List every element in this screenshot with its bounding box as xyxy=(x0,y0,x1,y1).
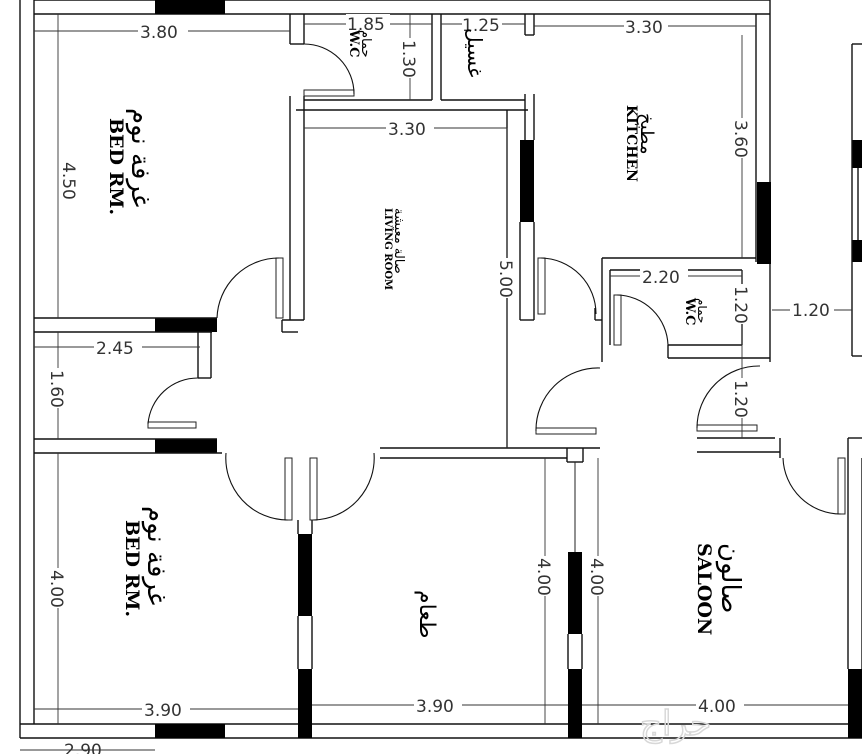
door-store xyxy=(147,377,199,429)
dim-bed2-height: 4.00 xyxy=(46,570,66,608)
door-corridor xyxy=(535,367,601,435)
dim-store-height: 1.60 xyxy=(46,370,66,408)
doors xyxy=(147,43,846,521)
room-saloon-ar: صالون xyxy=(715,543,745,613)
door-saloon-right xyxy=(782,457,846,515)
room-kitchen-ar: مطبخ xyxy=(636,113,657,154)
dim-corridor-height: 1.20 xyxy=(730,380,750,418)
room-bed2-en: BED RM. xyxy=(121,520,143,617)
door-dining xyxy=(309,452,375,521)
room-bed2-ar: غرفة نوم xyxy=(141,506,171,605)
room-bed1-en: BED RM. xyxy=(105,118,127,215)
room-wc2: W.C حمام xyxy=(682,297,709,325)
dim-bed1-width: 3.80 xyxy=(140,23,178,43)
dim-wc1-width: 1.85 xyxy=(347,15,385,35)
dim-store-width: 2.45 xyxy=(96,339,134,359)
room-saloon-en: SALOON xyxy=(693,543,715,635)
room-kitchen: KITCHEN مطبخ xyxy=(623,105,657,182)
dim-kitchen-width: 3.30 xyxy=(625,18,663,38)
door-bed2 xyxy=(225,452,293,521)
room-dining-ar: طعام xyxy=(414,590,439,638)
dim-bed1-height: 4.50 xyxy=(58,162,78,200)
dim-dining-height: 4.00 xyxy=(533,558,553,596)
room-bed2: BED RM. غرفة نوم xyxy=(121,506,171,617)
room-dining: طعام xyxy=(414,590,439,638)
room-living-en: LIVING ROOM xyxy=(382,208,393,290)
room-bed1: BED RM. غرفة نوم xyxy=(105,108,155,215)
room-laundry-ar: غسيل xyxy=(463,28,487,77)
room-wc1-en: W.C xyxy=(346,29,361,57)
dim-wc2-width: 2.20 xyxy=(642,268,680,288)
room-kitchen-en: KITCHEN xyxy=(623,105,639,182)
dim-laundry-width: 1.25 xyxy=(462,16,500,36)
room-wc1-ar: حمام xyxy=(358,30,373,58)
dimension-labels: 3.80 1.85 1.25 3.30 3.30 2.20 1.20 2.45 … xyxy=(46,14,834,754)
room-wc2-en: W.C xyxy=(682,297,697,325)
interior-walls xyxy=(34,14,862,669)
door-kitchen xyxy=(537,257,597,315)
room-saloon: SALOON صالون xyxy=(693,543,745,635)
door-saloon xyxy=(696,365,761,432)
dim-kitchen-height: 3.60 xyxy=(730,120,750,158)
dim-side-gap: 1.20 xyxy=(792,301,830,321)
dim-saloon-width: 4.00 xyxy=(698,697,736,717)
dim-dining-width: 3.90 xyxy=(416,697,454,717)
room-living: LIVING ROOM صالة معيشة xyxy=(382,208,406,290)
dim-living-height: 5.00 xyxy=(495,260,515,298)
room-bed1-ar: غرفة نوم xyxy=(125,108,155,207)
dim-living-width: 3.30 xyxy=(388,120,426,140)
room-wc2-ar: حمام xyxy=(695,298,709,323)
door-bed1 xyxy=(216,257,284,319)
room-labels: BED RM. غرفة نوم W.C حمام غسيل KITCHEN م… xyxy=(105,28,745,638)
windows xyxy=(155,0,862,738)
door-wc2 xyxy=(613,294,669,346)
dim-saloon-height: 4.00 xyxy=(586,558,606,596)
room-wc1: W.C حمام xyxy=(346,29,373,58)
dim-bed2-width: 3.90 xyxy=(144,701,182,721)
door-wc1 xyxy=(303,43,355,97)
room-living-ar: صالة معيشة xyxy=(391,208,406,274)
dim-bottom-partial: 2.90 xyxy=(64,741,102,754)
dim-wc1-height: 1.30 xyxy=(398,40,418,78)
room-laundry: غسيل xyxy=(463,28,487,77)
dim-wc2-height: 1.20 xyxy=(730,286,750,324)
